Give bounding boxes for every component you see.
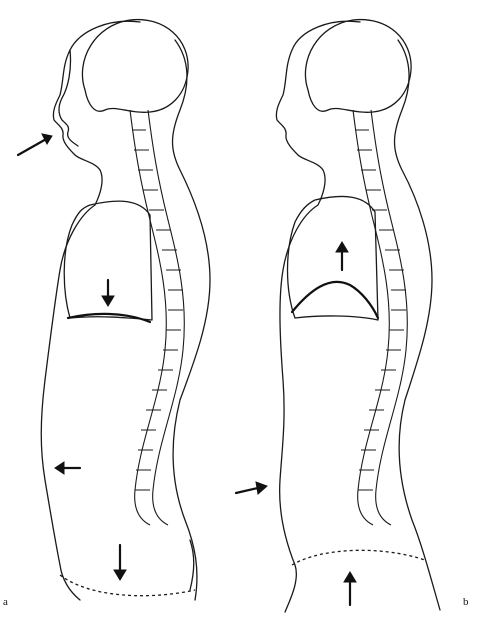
pelvic-floor-b [292, 550, 425, 565]
panel-a [18, 20, 210, 600]
diaphragm-a [68, 314, 150, 322]
inhale-mouth-arrow [18, 134, 52, 155]
diaphragm-up-arrow-b [336, 242, 348, 270]
vertebrae-a [132, 130, 183, 490]
body-outline-a [41, 21, 140, 600]
abdomen-out-arrow-b [236, 482, 267, 494]
pelvic-floor-a [60, 575, 195, 596]
skull-a [82, 20, 188, 113]
panel-label-b: b [463, 596, 469, 608]
pelvic-floor-down-arrow-a [114, 545, 126, 580]
face-a [59, 50, 78, 146]
back-outline-a [173, 40, 211, 600]
diaphragm-down-arrow-a [102, 280, 114, 306]
pelvic-floor-up-arrow-b [344, 572, 356, 605]
skull-b [305, 20, 411, 113]
back-outline-b [395, 40, 441, 610]
panel-b [236, 20, 440, 612]
vertebrae-b [355, 130, 406, 490]
abdomen-in-arrow-a [55, 462, 80, 474]
diaphragm-b [292, 282, 378, 318]
panel-label-a: a [3, 596, 8, 608]
